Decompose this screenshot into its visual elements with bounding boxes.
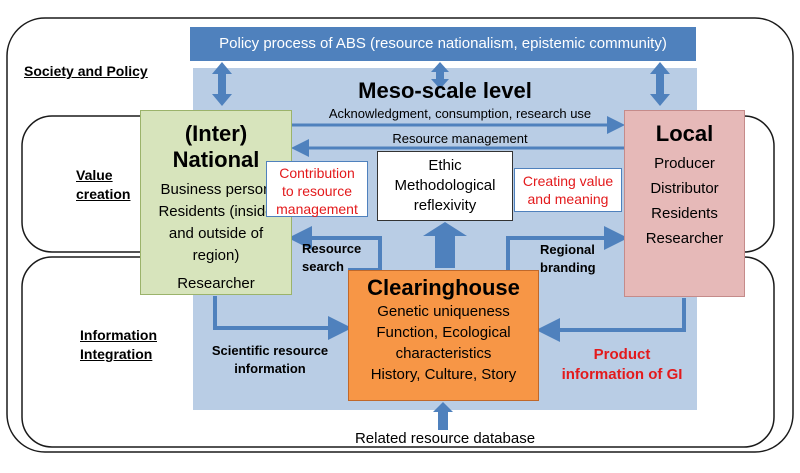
national-item: Researcher <box>177 275 255 292</box>
local-item: Researcher <box>645 230 724 247</box>
clearinghouse-title: Clearinghouse <box>367 275 520 300</box>
clearinghouse-item: History, Culture, Story <box>370 366 517 383</box>
ethic-line: reflexivity <box>413 197 477 214</box>
creating-line: Creating value <box>522 173 614 189</box>
regional-branding-line: Regional <box>540 242 595 257</box>
product-line: Product <box>593 346 651 363</box>
scientific-line: information <box>234 361 306 376</box>
scientific-line: Scientific resource <box>211 343 329 358</box>
local-item: Distributor <box>650 180 719 197</box>
local-list: Producer Distributor Residents Researche… <box>625 153 744 250</box>
society-frame <box>6 17 794 453</box>
information-integration-label: Information Integration <box>80 326 157 364</box>
clearinghouse-box: Clearinghouse Genetic uniqueness Functio… <box>348 270 539 401</box>
resource-search-line: Resource <box>302 241 362 256</box>
scientific-info-arrow <box>213 296 352 340</box>
acknowledgment-label: Acknowledgment, consumption, research us… <box>328 106 592 121</box>
meso-title: Meso-scale level <box>358 78 532 103</box>
ethic-box: Ethic Methodological reflexivity <box>377 151 513 221</box>
clearinghouse-item: characteristics <box>395 345 492 362</box>
policy-process-bar: Policy process of ABS (resource national… <box>190 27 696 61</box>
national-title: (Inter) National <box>172 121 260 172</box>
policy-arrows <box>212 62 670 106</box>
clearinghouse-list: Genetic uniqueness Function, Ecological … <box>349 301 538 385</box>
local-item: Producer <box>654 155 715 172</box>
contribution-line: management <box>276 201 358 217</box>
regional-branding-label: Regional branding <box>540 241 620 277</box>
local-title: Local <box>655 121 714 146</box>
national-item: Residents (inside <box>158 203 274 220</box>
society-policy-label: Society and Policy <box>24 63 148 79</box>
value-creation-label: Value creation <box>76 166 130 204</box>
national-list: Business person Residents (inside and ou… <box>141 179 291 295</box>
contribution-line: to resource <box>281 183 353 199</box>
national-item: Business person <box>160 181 272 198</box>
ethic-up-arrow <box>423 222 467 268</box>
ethic-line: Methodological <box>394 177 496 194</box>
local-box: Local Producer Distributor Residents Res… <box>624 110 745 297</box>
contribution-line: Contribution <box>279 165 355 181</box>
policy-local-arrow <box>650 62 670 106</box>
product-info-arrow <box>536 298 686 342</box>
database-up-arrow <box>433 402 453 430</box>
regional-branding-arrow <box>506 226 628 270</box>
product-info-label: Product information of GI <box>552 345 692 385</box>
ethic-line: Ethic <box>428 157 462 174</box>
info-label-line2: Integration <box>80 346 153 362</box>
value-label-line1: Value <box>76 167 113 183</box>
creating-line: and meaning <box>527 191 609 207</box>
national-item: region) <box>192 247 240 264</box>
regional-branding-line: branding <box>540 260 596 275</box>
clearinghouse-item: Genetic uniqueness <box>377 303 510 320</box>
value-label-line2: creation <box>76 186 131 202</box>
local-item: Residents <box>651 205 718 222</box>
resource-management-label: Resource management <box>392 131 528 146</box>
clearinghouse-item: Function, Ecological <box>376 324 511 341</box>
scientific-info-label: Scientific resource information <box>200 342 340 378</box>
related-resource-database: Related resource database <box>354 430 536 447</box>
policy-national-arrow <box>212 62 232 106</box>
resource-search-label: Resource search <box>302 240 362 276</box>
policy-meso-arrow <box>431 62 449 89</box>
resource-search-line: search <box>302 259 344 274</box>
contribution-box: Contribution to resource management <box>266 161 368 217</box>
product-line: information of GI <box>561 366 683 383</box>
national-item: and outside of <box>168 225 264 242</box>
creating-value-box: Creating value and meaning <box>514 168 622 212</box>
info-label-line1: Information <box>80 327 157 343</box>
